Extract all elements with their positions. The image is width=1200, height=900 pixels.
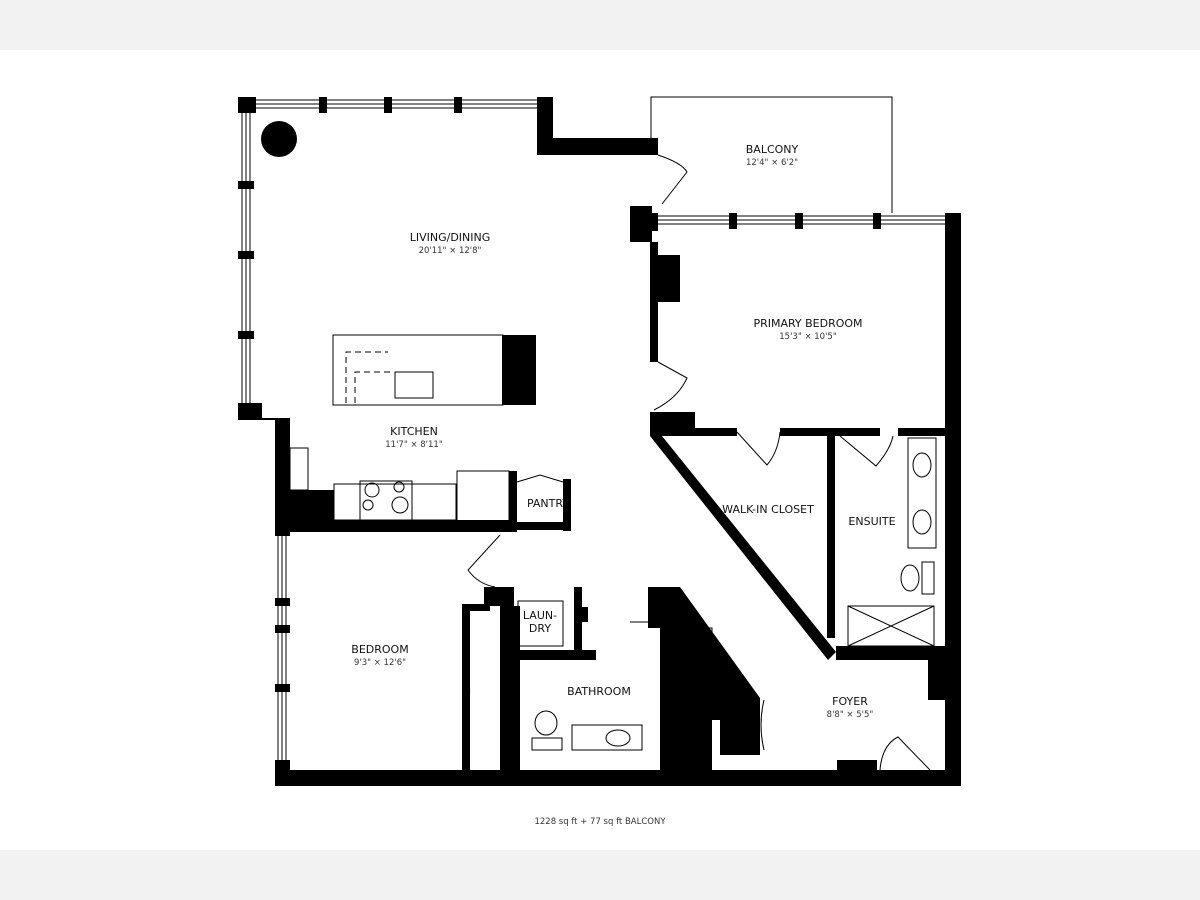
room-dims-living-dining: 20'11" × 12'8": [419, 246, 482, 256]
room-label-laundry-1: LAUN-: [523, 609, 557, 622]
room-label-foyer: FOYER: [832, 695, 868, 708]
closet-door-bath[interactable]: [760, 699, 765, 751]
room-label-primary-bedroom: PRIMARY BEDROOM: [753, 317, 862, 330]
right-wall: [945, 213, 961, 786]
ensuite-fixtures: [847, 437, 937, 647]
floor-plan-drawing: BALCONY 12'4" × 6'2" LIVING/DINING 20'11…: [238, 96, 961, 827]
pantry: [509, 474, 571, 531]
ensuite-door[interactable]: [839, 435, 894, 467]
column: [261, 121, 297, 157]
bottom-wall: [275, 770, 960, 786]
room-dims-primary-bedroom: 15'3" × 10'5": [779, 332, 837, 342]
room-label-pantry: PANTRY: [527, 497, 569, 510]
laundry-machine: [517, 600, 564, 647]
room-dims-foyer: 8'8" × 5'5": [827, 710, 874, 720]
room-label-ensuite: ENSUITE: [848, 515, 895, 528]
room-label-kitchen: KITCHEN: [390, 425, 438, 438]
bedroom-window-wall: [275, 480, 290, 785]
room-label-walk-in-closet: WALK-IN CLOSET: [722, 503, 814, 516]
top-window-wall: [238, 97, 658, 155]
closet-diagonal-wall: [650, 436, 836, 660]
closet-ensuite-wall: [827, 436, 835, 638]
kitchen-counter: [289, 447, 517, 532]
room-label-bedroom: BEDROOM: [351, 643, 408, 656]
entry-door[interactable]: [879, 736, 931, 771]
room-label-balcony: BALCONY: [746, 143, 799, 156]
room-label-laundry-2: DRY: [529, 622, 551, 635]
room-dims-bedroom: 9'3" × 12'6": [354, 658, 406, 668]
closet-door[interactable]: [736, 431, 781, 466]
room-label-bathroom: BATHROOM: [567, 685, 631, 698]
bedroom-closet-door[interactable]: [462, 614, 471, 771]
kitchen-island: [332, 334, 536, 406]
room-dims-balcony: 12'4" × 6'2": [746, 158, 798, 168]
left-window-wall: [238, 110, 290, 480]
room-label-living-dining: LIVING/DINING: [410, 231, 491, 244]
bathroom-fixtures: [531, 621, 713, 751]
interior-walls: [462, 587, 760, 770]
balcony-door[interactable]: [657, 154, 688, 205]
balcony-outline: [650, 96, 893, 213]
wall-living-primary: [650, 242, 838, 436]
floor-plan: BALCONY 12'4" × 6'2" LIVING/DINING 20'11…: [0, 50, 1200, 850]
ensuite-bottom-wall: [836, 646, 945, 660]
bedroom-door[interactable]: [467, 534, 501, 588]
area-summary: 1228 sq ft + 77 sq ft BALCONY: [534, 817, 666, 827]
primary-bedroom-window: [630, 206, 945, 242]
room-dims-kitchen: 11'7" × 8'11": [385, 440, 443, 450]
